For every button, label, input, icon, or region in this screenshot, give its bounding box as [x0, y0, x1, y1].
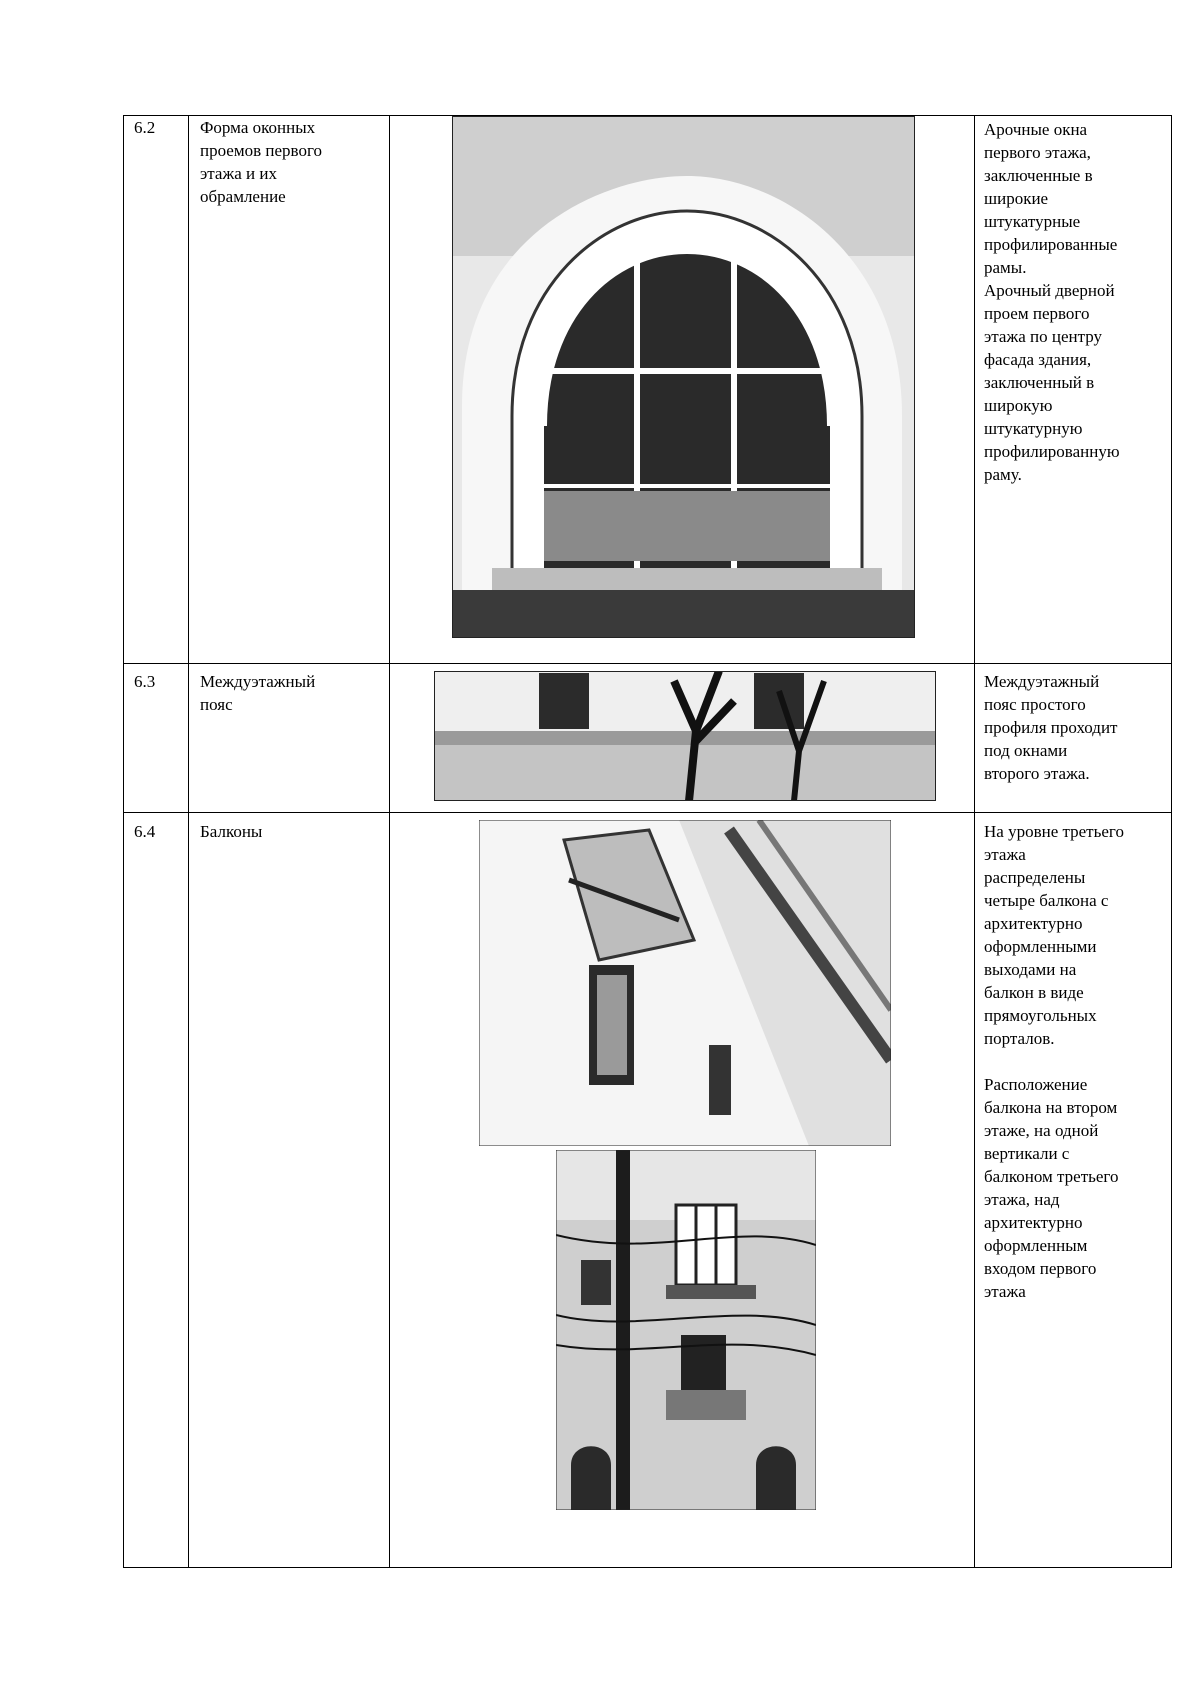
balcony-upward-photo: [479, 820, 891, 1146]
row-number: 6.4: [134, 822, 156, 841]
facade-belt-photo: [434, 671, 936, 801]
row-divider: [124, 812, 1171, 813]
column-divider: [389, 116, 390, 1567]
balcony-facade-photo: [556, 1150, 816, 1510]
element-description: Арочные окна первого этажа, заключенные …: [984, 120, 1120, 484]
column-divider: [974, 116, 975, 1567]
row-number: 6.3: [134, 672, 156, 691]
column-divider: [188, 116, 189, 1567]
facade-elements-table: 6.2 Форма оконных проемов первого этажа …: [123, 115, 1172, 1568]
element-name: Междуэтажный пояс: [200, 672, 316, 714]
element-name: Балконы: [200, 822, 263, 841]
arched-window-photo: [452, 116, 915, 638]
row-number: 6.2: [134, 118, 156, 137]
row-divider: [124, 663, 1171, 664]
element-description: Междуэтажный пояс простого профиля прохо…: [984, 672, 1118, 783]
element-description: На уровне третьего этажа распределены че…: [984, 822, 1124, 1301]
element-name: Форма оконных проемов первого этажа и их…: [200, 118, 322, 206]
